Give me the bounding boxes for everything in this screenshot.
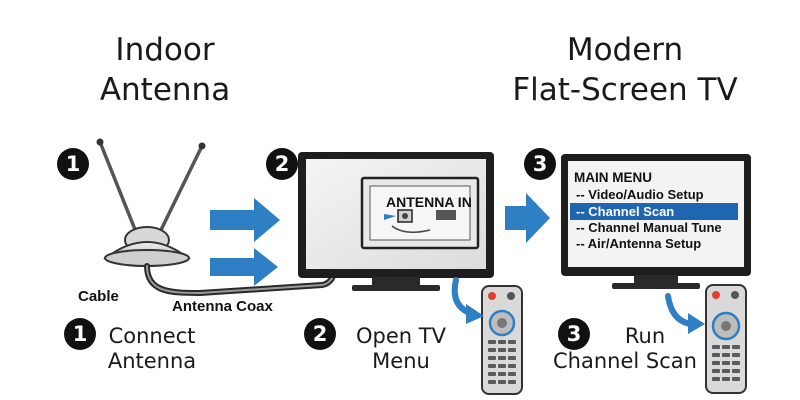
caption-line: Run [624,324,666,348]
menu-item: -- Air/Antenna Setup [576,236,701,251]
arrow-right-icon [210,198,280,286]
curved-arrow-icon [665,293,705,334]
antenna-icon [96,138,206,267]
caption-line: Menu [372,349,430,373]
menu-highlight [570,203,738,220]
caption-line: Connect [108,324,196,348]
caption-line: Open TV [356,324,446,348]
step-badge: 1 [57,148,89,180]
curved-arrow-icon [451,277,484,324]
menu-title: MAIN MENU [574,170,652,185]
caption-line: Antenna [107,349,197,373]
cable-label: Cable [78,288,119,305]
step-badge: 2 [266,148,298,180]
title-indoor-antenna: Indoor Antenna [60,30,270,110]
step-badge: 1 [64,318,96,350]
title-line: Antenna [99,72,231,108]
step-caption: Run Channel Scan [550,324,700,374]
step-caption: Connect Antenna [102,324,202,374]
step-badge: 2 [304,318,336,350]
menu-item: -- Channel Manual Tune [576,220,722,235]
tv-icon [561,154,751,289]
title-line: Modern [566,32,684,68]
antenna-coax-label: Antenna Coax [172,298,274,315]
antenna-in-label: ANTENNA IN [386,194,472,210]
remote-control-icon [705,284,747,394]
title-line: Flat-Screen TV [512,72,738,108]
menu-item: -- Video/Audio Setup [576,187,704,202]
caption-line: Channel Scan [553,349,697,373]
step-badge: 3 [558,318,590,350]
title-modern-tv: Modern Flat-Screen TV [500,30,750,110]
arrow-right-icon [505,193,550,243]
step-badge: 3 [524,148,556,180]
tv-icon [298,152,494,291]
title-line: Indoor [115,32,215,68]
remote-control-icon [481,285,523,395]
step-caption: Open TV Menu [346,324,456,374]
menu-item-selected: -- Channel Scan [576,204,674,219]
